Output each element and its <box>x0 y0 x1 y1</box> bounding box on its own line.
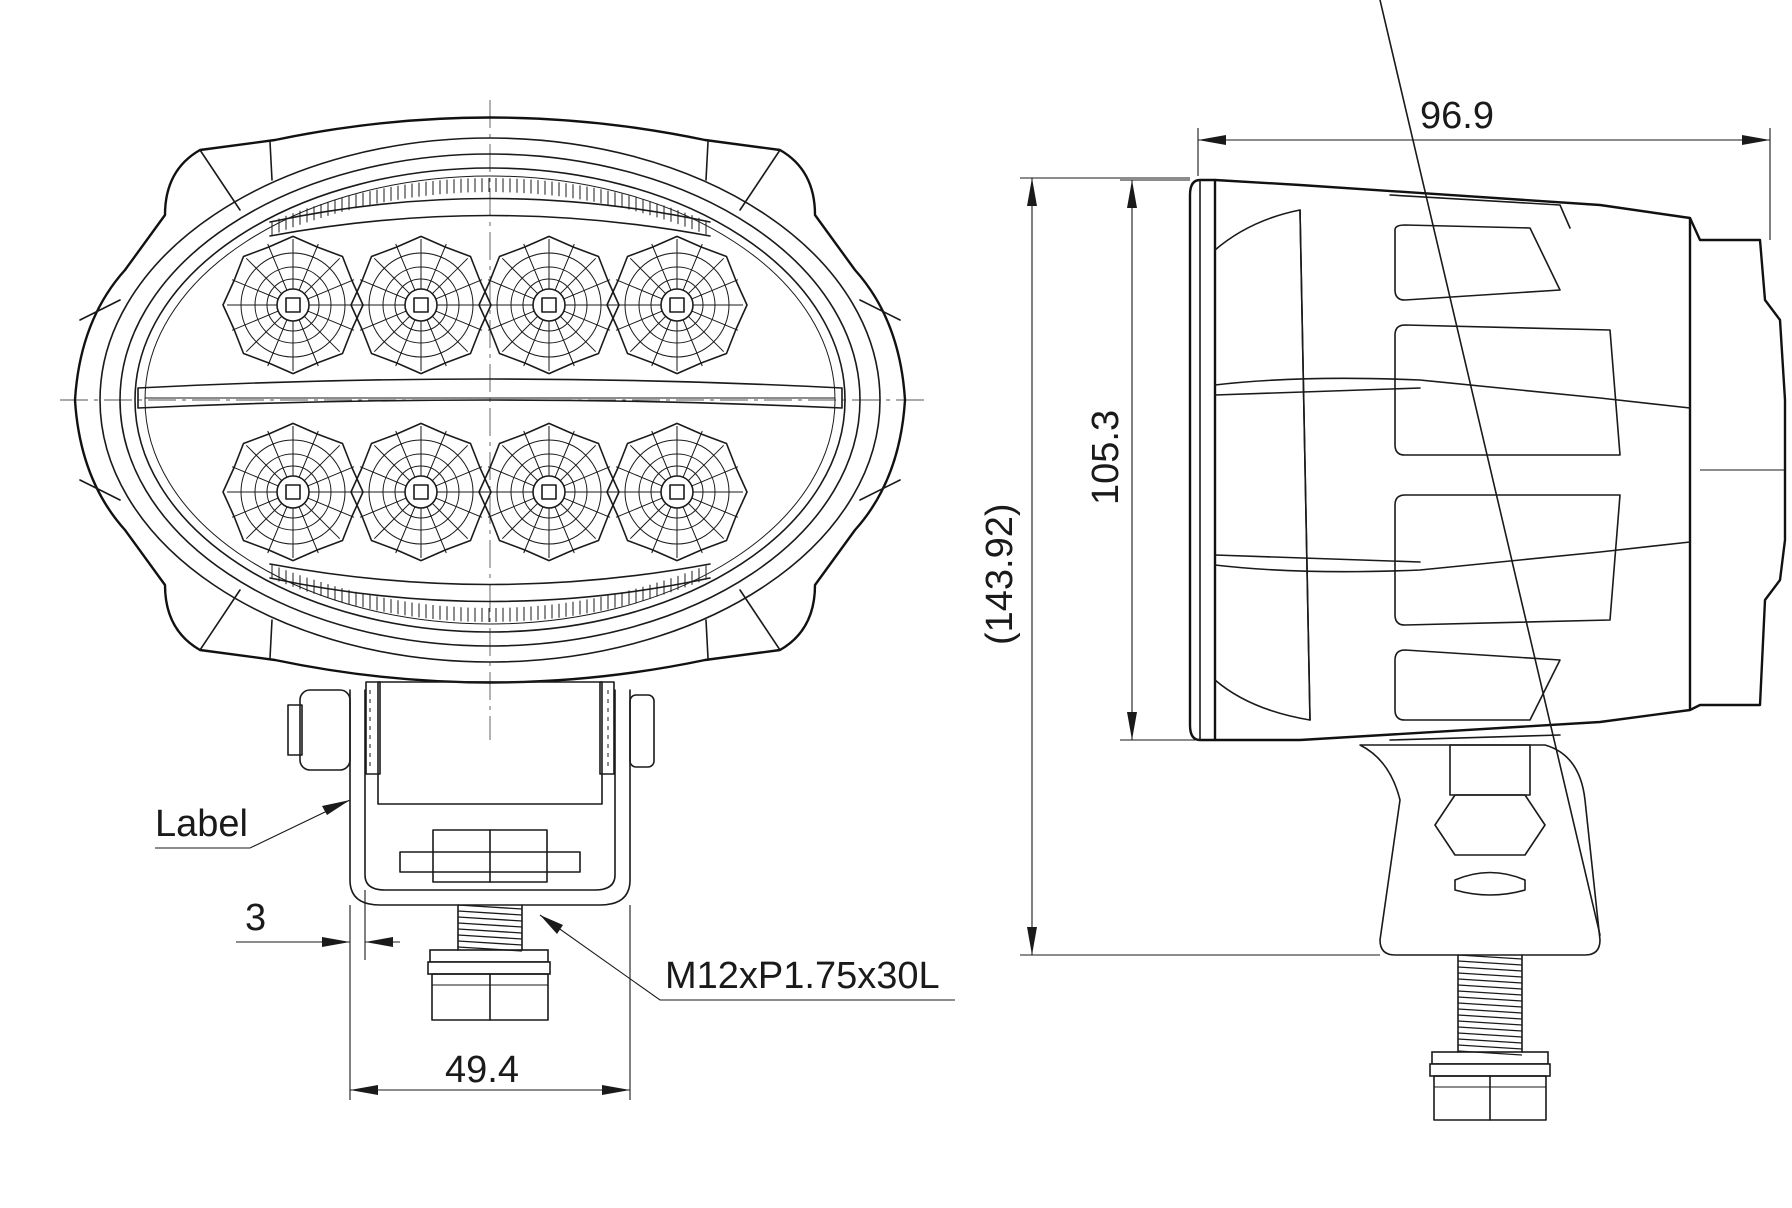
dimension-143-92: (143.92) <box>979 177 1380 956</box>
label-callout: Label <box>155 799 351 849</box>
led-reflector <box>478 422 620 562</box>
side-view <box>1188 0 1787 1121</box>
thread-callout: M12xP1.75x30L <box>539 914 955 1001</box>
led-reflector <box>478 235 620 375</box>
led-chip <box>413 484 429 500</box>
dimension-housing-height: 105.3 <box>1085 410 1127 505</box>
dimension-bracket-thickness: 3 <box>245 897 266 939</box>
led-chip <box>541 484 557 500</box>
led-reflector <box>222 422 364 562</box>
front-view <box>60 100 930 1021</box>
dimension-3: 3 <box>236 890 400 960</box>
dimension-depth: 96.9 <box>1420 95 1494 137</box>
dimension-overall-height: (143.92) <box>979 503 1021 645</box>
led-reflector <box>606 235 748 375</box>
led-chip <box>413 297 429 313</box>
side-mount-pedestal <box>1359 0 1601 956</box>
led-reflector <box>350 422 492 562</box>
dimension-96-9: 96.9 <box>1197 95 1771 240</box>
led-array <box>222 235 748 562</box>
mounting-bracket <box>287 681 655 906</box>
led-reflector <box>606 422 748 562</box>
dimension-bracket-width: 49.4 <box>445 1049 519 1091</box>
side-threaded-bolt <box>1429 954 1551 1121</box>
housing-outline <box>73 116 907 684</box>
led-chip <box>285 297 301 313</box>
label-text: Label <box>155 803 248 845</box>
led-chip <box>669 297 685 313</box>
led-chip <box>285 484 301 500</box>
dimension-49-4: 49.4 <box>349 905 631 1100</box>
thread-spec-text: M12xP1.75x30L <box>665 955 940 997</box>
reflector-comb-bottom <box>271 564 707 622</box>
led-reflector <box>222 235 364 375</box>
led-chip <box>541 297 557 313</box>
led-chip <box>669 484 685 500</box>
led-reflector <box>350 235 492 375</box>
dimension-105-3: 105.3 <box>1085 179 1200 741</box>
threaded-bolt <box>427 904 551 1021</box>
reflector-comb-top <box>271 178 707 236</box>
